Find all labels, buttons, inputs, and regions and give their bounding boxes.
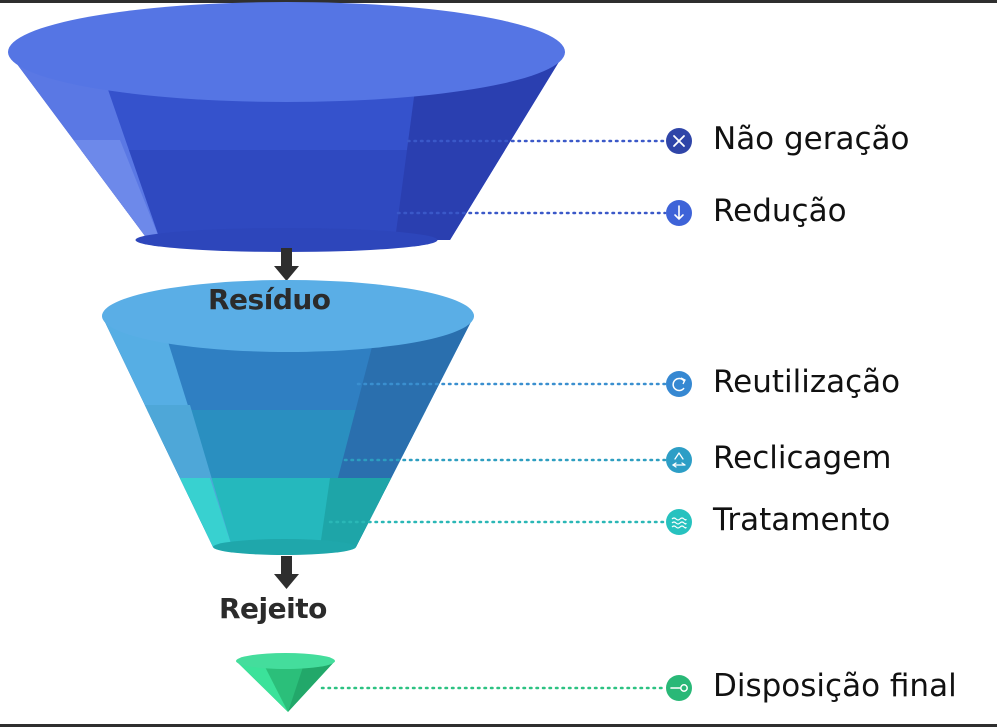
arrow-down-icon xyxy=(666,200,692,226)
reject-label: Rejeito xyxy=(219,592,327,625)
x-icon xyxy=(666,128,692,154)
refresh-icon xyxy=(666,371,692,397)
connectors xyxy=(320,139,667,690)
waves-icon xyxy=(666,509,692,535)
funnel-bottom xyxy=(236,653,335,712)
step-label-nao-geracao: Não geração xyxy=(713,121,910,157)
step-label-reducao: Redução xyxy=(713,193,847,229)
residue-label: Resíduo xyxy=(208,283,331,316)
key-icon xyxy=(666,675,692,701)
arrow-reject xyxy=(274,556,299,589)
step-label-tratamento: Tratamento xyxy=(713,502,891,538)
step-label-reclicagem: Reclicagem xyxy=(713,440,892,476)
recycle-icon xyxy=(666,447,692,473)
funnel-top xyxy=(8,2,565,252)
arrow-residue xyxy=(274,248,299,281)
funnel-middle xyxy=(102,280,474,555)
step-label-disposicao-final: Disposição final xyxy=(713,668,957,704)
step-label-reutilizacao: Reutilização xyxy=(713,364,901,400)
